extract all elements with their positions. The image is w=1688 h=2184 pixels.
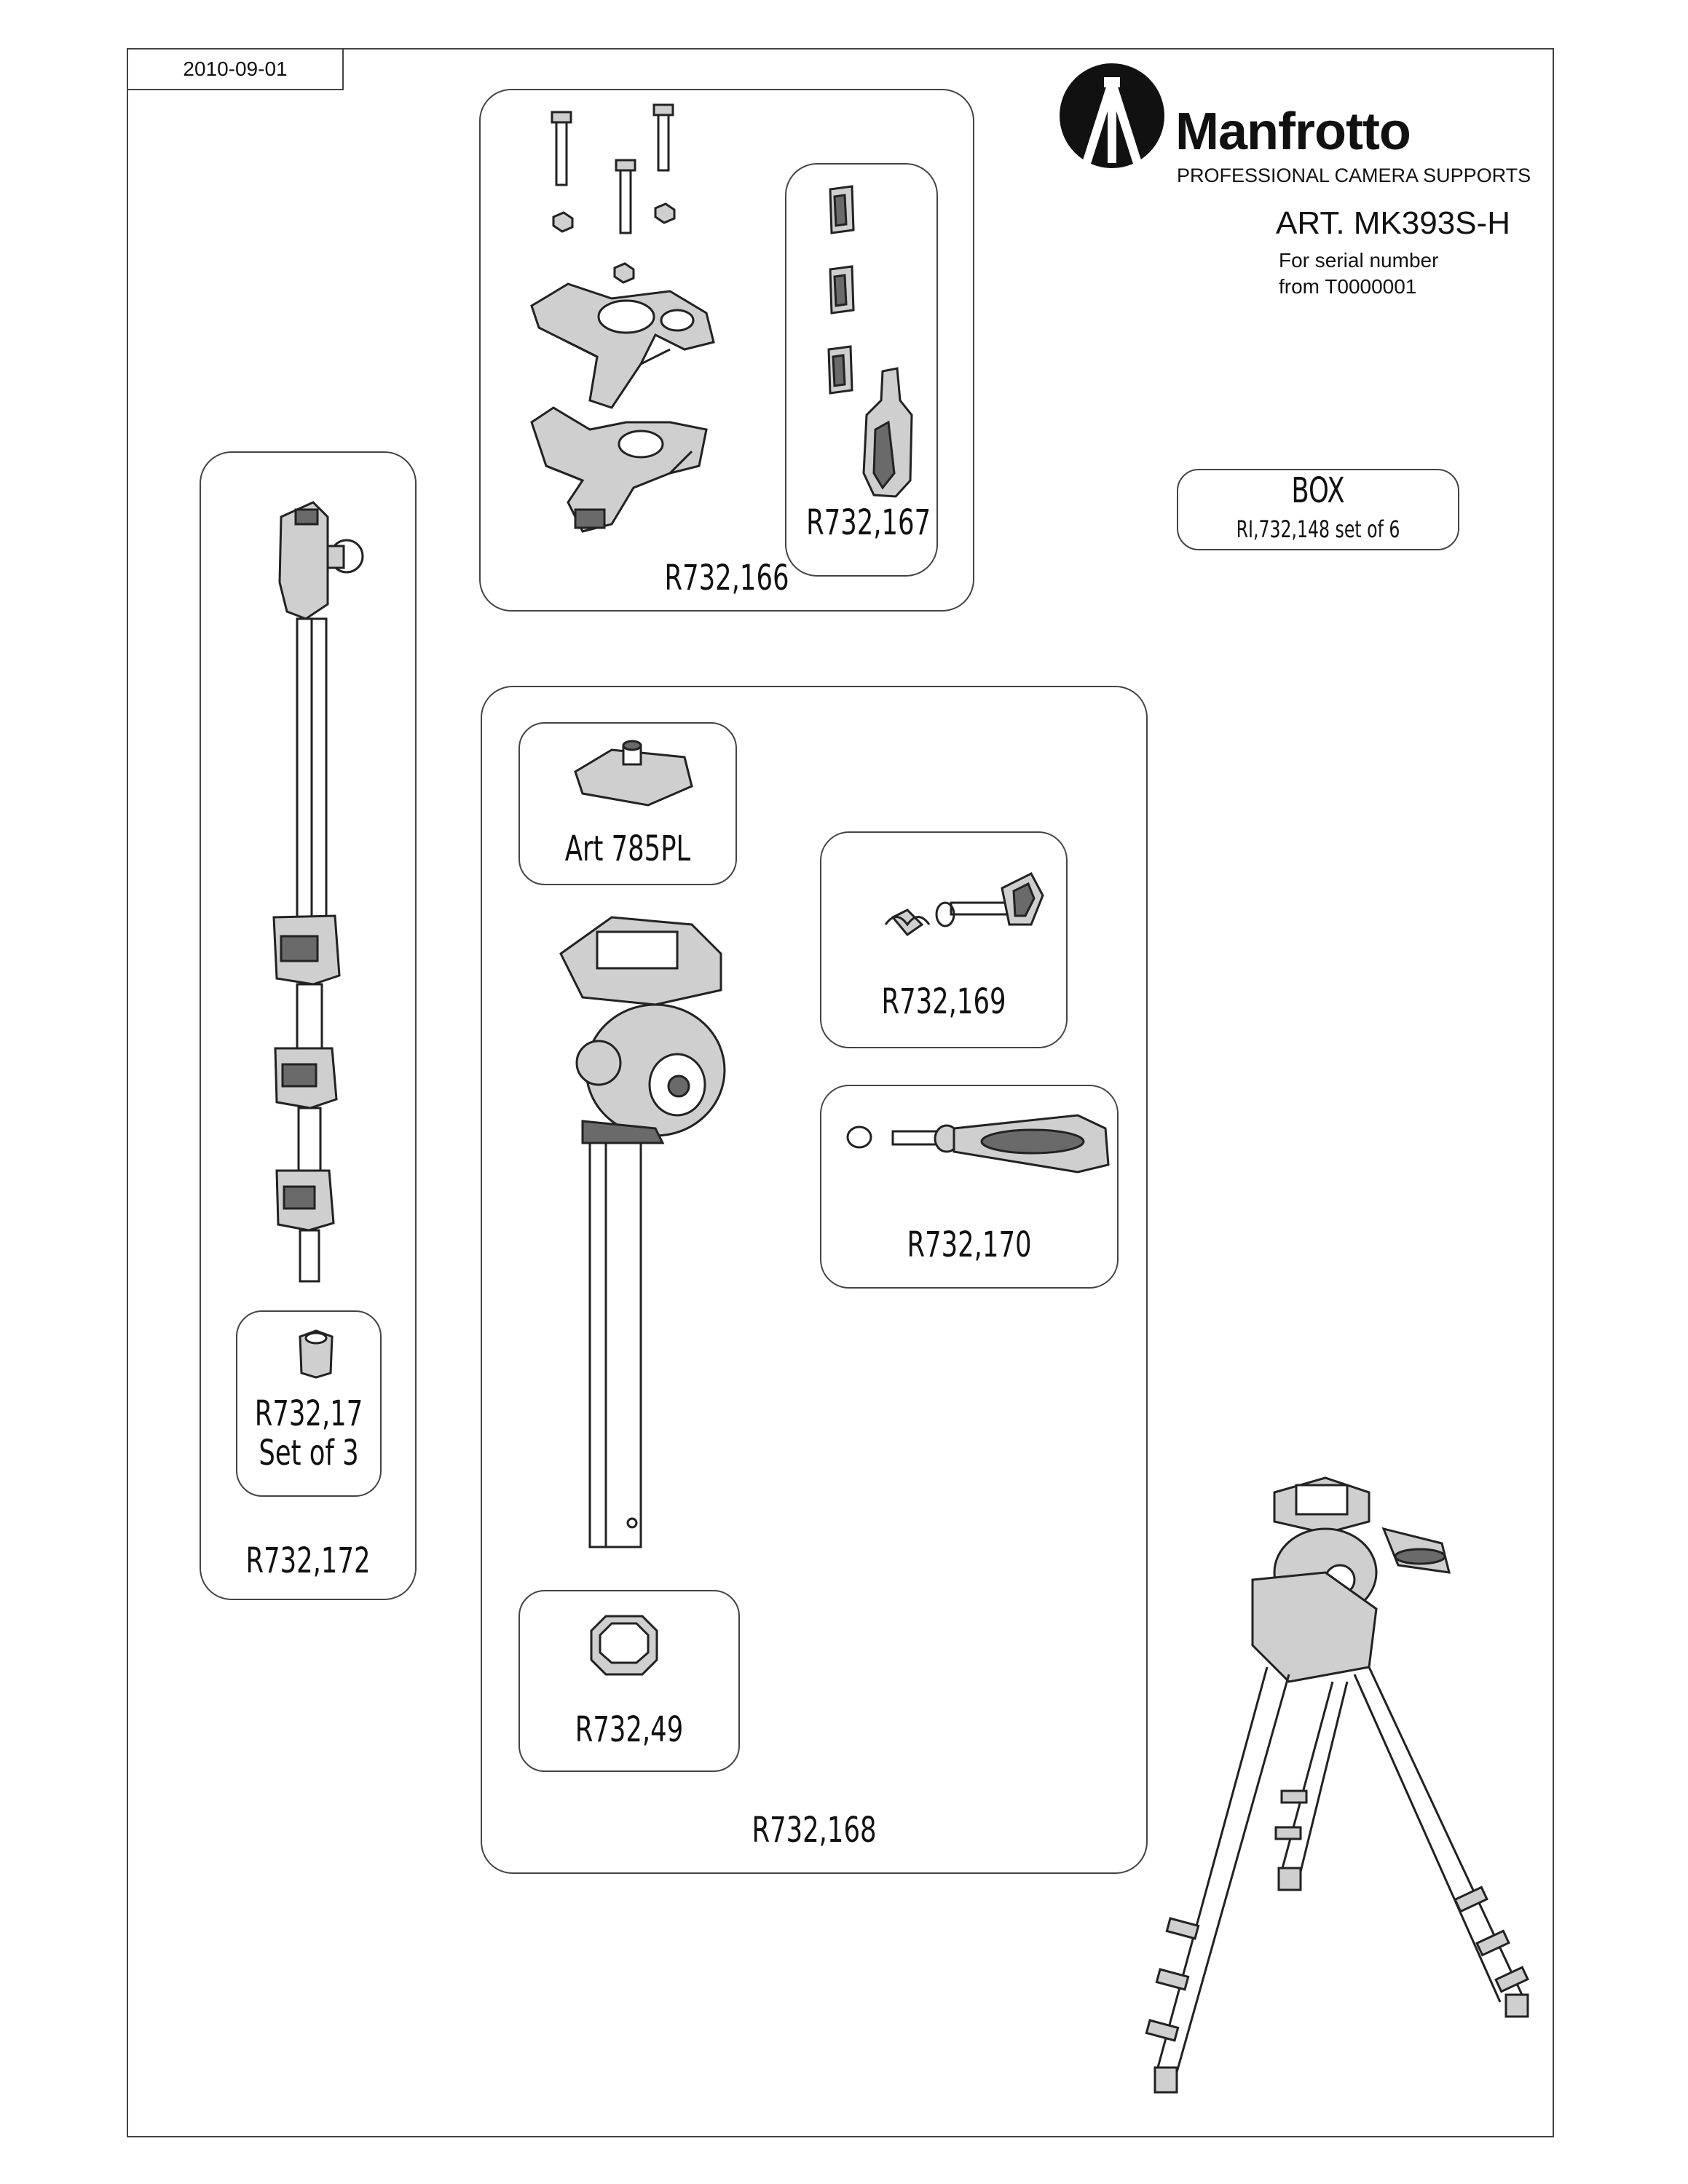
box-title: BOX [1291, 470, 1345, 511]
column-bushing-drawing [299, 1329, 334, 1379]
brand-tagline: PROFESSIONAL CAMERA SUPPORTS [1177, 165, 1531, 186]
drawing-frame [127, 48, 1554, 2137]
leg-clamp-bottom-drawing [530, 406, 708, 533]
column-nut-drawing [590, 1615, 658, 1676]
label-r732-169: R732,169 [881, 981, 1006, 1022]
panel-r732-49 [518, 1590, 740, 1772]
panel-r732-169 [820, 831, 1068, 1048]
panel-box [1177, 469, 1459, 550]
serial-info: For serial number from T0000001 [1279, 248, 1438, 300]
label-r732-49: R732,49 [575, 1709, 684, 1750]
tripod-assembly-drawing [1145, 1476, 1529, 2094]
label-set-of-3: Set of 3 [259, 1433, 359, 1473]
manfrotto-logo-icon [1060, 63, 1164, 168]
ball-head-drawing [559, 916, 726, 1548]
handle-drawing [846, 1114, 1110, 1174]
panel-r732-167 [785, 163, 938, 577]
panel-r732-172 [200, 451, 417, 1600]
screws-nuts-drawing [551, 103, 676, 284]
leg-inserts-drawing [827, 185, 913, 498]
pan-knob-spring-drawing [884, 872, 1044, 937]
label-r732-172: R732,172 [245, 1540, 371, 1581]
label-r732-170: R732,170 [907, 1224, 1032, 1265]
center-column-drawing [272, 501, 364, 1283]
article-number: ART. MK393S-H [1276, 205, 1510, 241]
panel-art-785pl [518, 722, 737, 885]
panel-r732-17 [236, 1310, 382, 1497]
serial-line-2: from T0000001 [1279, 275, 1417, 298]
label-r732-167: R732,167 [806, 502, 931, 543]
label-r732-17: R732,17 [254, 1393, 363, 1434]
label-r732-166: R732,166 [664, 558, 789, 598]
label-r732-168: R732,168 [752, 1810, 877, 1851]
quick-release-plate-drawing [574, 740, 693, 807]
serial-line-1: For serial number [1279, 249, 1439, 272]
box-subtitle: RI,732,148 set of 6 [1236, 515, 1400, 543]
panel-r732-168 [481, 686, 1148, 1874]
leg-clamp-top-drawing [530, 282, 715, 409]
date-box: 2010-09-01 [127, 48, 344, 90]
brand-name: Manfrotto [1175, 103, 1411, 161]
label-art-785pl: Art 785PL [564, 828, 691, 869]
panel-r732-170 [820, 1085, 1119, 1289]
panel-r732-166 [479, 89, 974, 612]
